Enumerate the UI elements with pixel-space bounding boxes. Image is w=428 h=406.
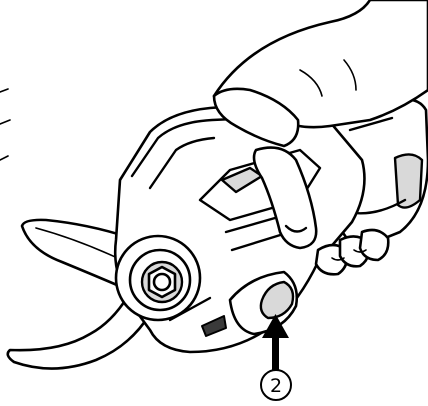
pivot-nut: [116, 236, 200, 320]
motion-lines: [0, 89, 10, 160]
callout-number: 2: [270, 375, 282, 397]
callout-2: 2: [261, 370, 291, 400]
